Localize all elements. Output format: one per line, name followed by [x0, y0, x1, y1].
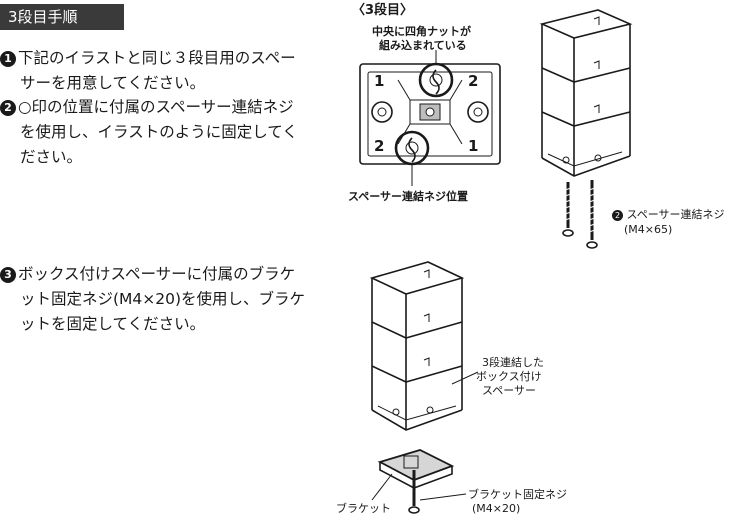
step-text: ださい。 — [20, 148, 83, 166]
nut-note-line2: 組み込まれている — [379, 39, 467, 52]
bracket-label: ブラケット — [336, 502, 391, 515]
spacer-plate-diagram — [359, 50, 501, 186]
connecting-screw-label: 2 スペーサー連結ネジ — [612, 208, 725, 221]
step-text: ット固定ネジ(M4×20)を使用し、ブラケ — [20, 290, 306, 308]
step-text: ○印の位置に付属のスペーサー連結ネジ — [18, 98, 294, 116]
step-2: 2○印の位置に付属のスペーサー連結ネジ を使用し、イラストのように固定してく だ… — [0, 95, 298, 170]
step-text: 下記のイラストと同じ３段目用のスペー — [18, 49, 296, 67]
step-number: 1 — [0, 51, 16, 67]
nut-note-line1: 中央に四角ナットが — [372, 25, 471, 38]
page-title: 3段目手順 — [0, 4, 124, 30]
screw-position-label: スペーサー連結ネジ位置 — [348, 190, 469, 203]
connecting-screw-name: スペーサー連結ネジ — [626, 208, 725, 221]
step-text: サーを用意してください。 — [20, 74, 206, 92]
plate-digit-2-right: 2 — [468, 72, 479, 90]
connecting-screw-number: 2 — [612, 210, 623, 221]
connecting-screw-spec: (M4×65) — [624, 223, 673, 236]
box-label-line3: スペーサー — [482, 384, 537, 397]
stacked-spacer-top — [539, 9, 633, 249]
step-text: ボックス付けスペーサーに付属のブラケ — [18, 265, 296, 283]
plate-digit-2-top: 1 — [374, 72, 385, 90]
step-number: 3 — [0, 267, 16, 283]
plate-digit-2-bottom: 2 — [374, 137, 385, 155]
tier-heading: 〈3段目〉 — [352, 3, 414, 18]
step-text: ットを固定してください。 — [20, 315, 206, 333]
plate-digit-1-bottom: 1 — [468, 137, 479, 155]
box-label-line2: ボックス付け — [476, 370, 542, 383]
bracket-screw-label: ブラケット固定ネジ — [468, 488, 567, 501]
box-label-line1: 3段連結した — [482, 356, 544, 369]
stacked-spacer-bottom — [369, 261, 479, 514]
step-number: 2 — [0, 100, 16, 116]
bracket-screw-spec: (M4×20) — [472, 502, 521, 515]
step-text: を使用し、イラストのように固定してく — [20, 123, 298, 141]
